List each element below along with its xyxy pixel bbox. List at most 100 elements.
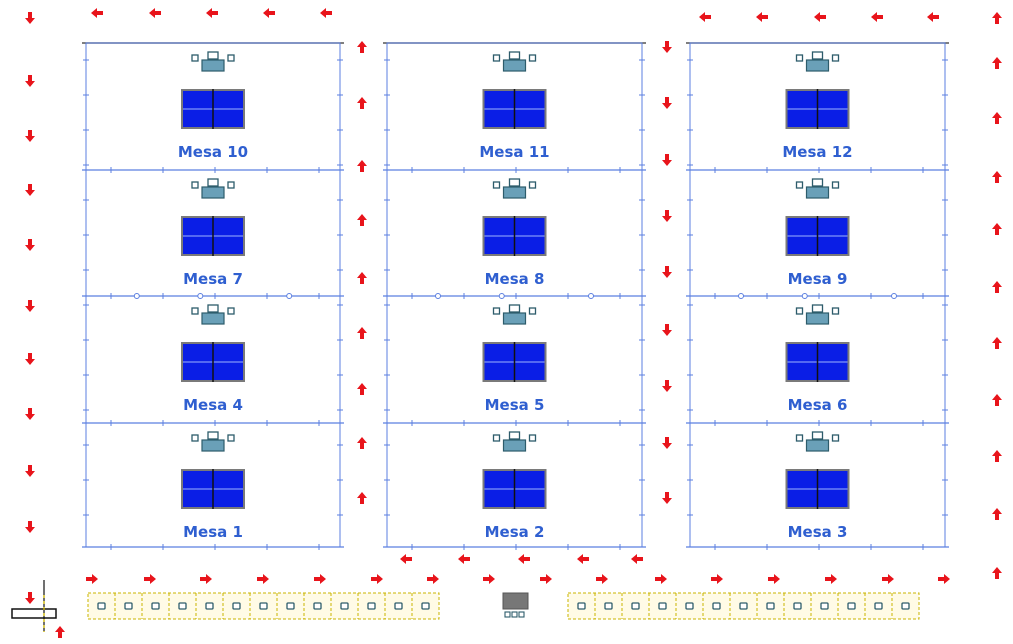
table-label: Mesa 11 bbox=[479, 143, 549, 161]
bench-seat-icon bbox=[340, 602, 349, 610]
entrance-bar bbox=[11, 608, 57, 619]
flow-arrow-icon bbox=[662, 266, 672, 278]
bench-seat-icon bbox=[367, 602, 376, 610]
desk-body bbox=[502, 592, 529, 610]
arrow-shape bbox=[662, 492, 672, 504]
flow-arrow-icon bbox=[655, 574, 667, 584]
umpire-head bbox=[207, 431, 219, 440]
table-cell: Mesa 4 bbox=[181, 304, 245, 414]
table-cell: Mesa 10 bbox=[178, 51, 248, 161]
arrow-shape bbox=[711, 574, 723, 584]
arrow-shape bbox=[577, 554, 589, 564]
umpire-desk bbox=[502, 59, 527, 72]
bench-seat-icon bbox=[151, 602, 160, 610]
arrow-shape bbox=[596, 574, 608, 584]
flow-arrow-icon bbox=[992, 171, 1002, 183]
arrow-shape bbox=[662, 266, 672, 278]
flow-arrow-icon bbox=[25, 239, 35, 251]
bench-seat-icon bbox=[739, 602, 748, 610]
flow-arrow-icon bbox=[357, 492, 367, 504]
umpire-desk bbox=[502, 186, 527, 199]
flow-arrow-icon bbox=[992, 508, 1002, 520]
table-label: Mesa 3 bbox=[788, 523, 848, 541]
flow-arrow-icon bbox=[263, 8, 275, 18]
flow-arrow-icon bbox=[25, 75, 35, 87]
flow-arrow-icon bbox=[992, 223, 1002, 235]
umpire-seat bbox=[492, 54, 501, 62]
table-cell: Mesa 3 bbox=[785, 431, 850, 541]
arrow-shape bbox=[200, 574, 212, 584]
umpire-seat bbox=[831, 181, 840, 189]
arrow-shape bbox=[25, 408, 35, 420]
flow-arrow-icon bbox=[662, 41, 672, 53]
arrow-shape bbox=[662, 154, 672, 166]
divider-circle bbox=[588, 293, 594, 299]
arrow-shape bbox=[25, 130, 35, 142]
flow-arrow-icon bbox=[357, 160, 367, 172]
bench-seat-icon bbox=[577, 602, 586, 610]
bench-seat-icon bbox=[793, 602, 802, 610]
flow-arrow-icon bbox=[711, 574, 723, 584]
umpire-chair-icon bbox=[191, 51, 235, 72]
flow-arrow-icon bbox=[357, 383, 367, 395]
arrow-shape bbox=[320, 8, 332, 18]
umpire-desk bbox=[201, 59, 225, 72]
arrow-shape bbox=[992, 281, 1002, 293]
flow-arrow-icon bbox=[992, 112, 1002, 124]
bench-seat-icon bbox=[901, 602, 910, 610]
arrow-shape bbox=[756, 12, 768, 22]
flow-arrow-icon bbox=[25, 12, 35, 24]
flow-arrow-icon bbox=[357, 214, 367, 226]
table-cell: Mesa 7 bbox=[181, 178, 245, 288]
flow-arrow-icon bbox=[483, 574, 495, 584]
desk-seat bbox=[511, 611, 518, 618]
flow-arrow-icon bbox=[206, 8, 218, 18]
table-cell: Mesa 8 bbox=[482, 178, 547, 288]
flow-arrow-icon bbox=[540, 574, 552, 584]
flow-arrow-icon bbox=[25, 521, 35, 533]
arrow-shape bbox=[699, 12, 711, 22]
umpire-seat bbox=[492, 434, 501, 442]
arrow-shape bbox=[662, 41, 672, 53]
umpire-seat bbox=[528, 54, 537, 62]
umpire-desk bbox=[502, 312, 527, 325]
bench-seat-icon bbox=[685, 602, 694, 610]
umpire-chair-icon bbox=[492, 304, 537, 325]
bench-seat-icon bbox=[820, 602, 829, 610]
arrow-shape bbox=[25, 239, 35, 251]
arrow-shape bbox=[662, 97, 672, 109]
bench-left bbox=[87, 592, 440, 620]
umpire-head bbox=[207, 178, 219, 187]
umpire-desk bbox=[805, 59, 830, 72]
flow-arrow-icon bbox=[992, 337, 1002, 349]
arrow-shape bbox=[814, 12, 826, 22]
arrow-shape bbox=[263, 8, 275, 18]
umpire-chair-icon bbox=[795, 304, 840, 325]
flow-arrow-icon bbox=[55, 626, 65, 638]
flow-arrow-icon bbox=[257, 574, 269, 584]
arrow-shape bbox=[992, 223, 1002, 235]
table-cell: Mesa 11 bbox=[479, 51, 550, 161]
arrow-shape bbox=[400, 554, 412, 564]
umpire-head bbox=[811, 178, 824, 187]
table-label: Mesa 1 bbox=[183, 523, 243, 541]
flow-arrow-icon bbox=[357, 327, 367, 339]
flow-arrow-icon bbox=[992, 12, 1002, 24]
table-label: Mesa 5 bbox=[485, 396, 545, 414]
scoring-desk-icon bbox=[502, 592, 529, 618]
flow-arrow-icon bbox=[631, 554, 643, 564]
umpire-desk bbox=[805, 312, 830, 325]
table-label: Mesa 6 bbox=[788, 396, 848, 414]
arrow-shape bbox=[25, 592, 35, 604]
flow-arrow-icon bbox=[200, 574, 212, 584]
table-label: Mesa 9 bbox=[788, 270, 848, 288]
umpire-head bbox=[811, 431, 824, 440]
divider-circle bbox=[197, 293, 204, 299]
bench-seat-icon bbox=[232, 602, 241, 610]
flow-arrow-icon bbox=[596, 574, 608, 584]
flow-arrow-icon bbox=[927, 12, 939, 22]
bench-seat-icon bbox=[847, 602, 856, 610]
arrow-shape bbox=[357, 214, 367, 226]
table-label: Mesa 4 bbox=[183, 396, 243, 414]
